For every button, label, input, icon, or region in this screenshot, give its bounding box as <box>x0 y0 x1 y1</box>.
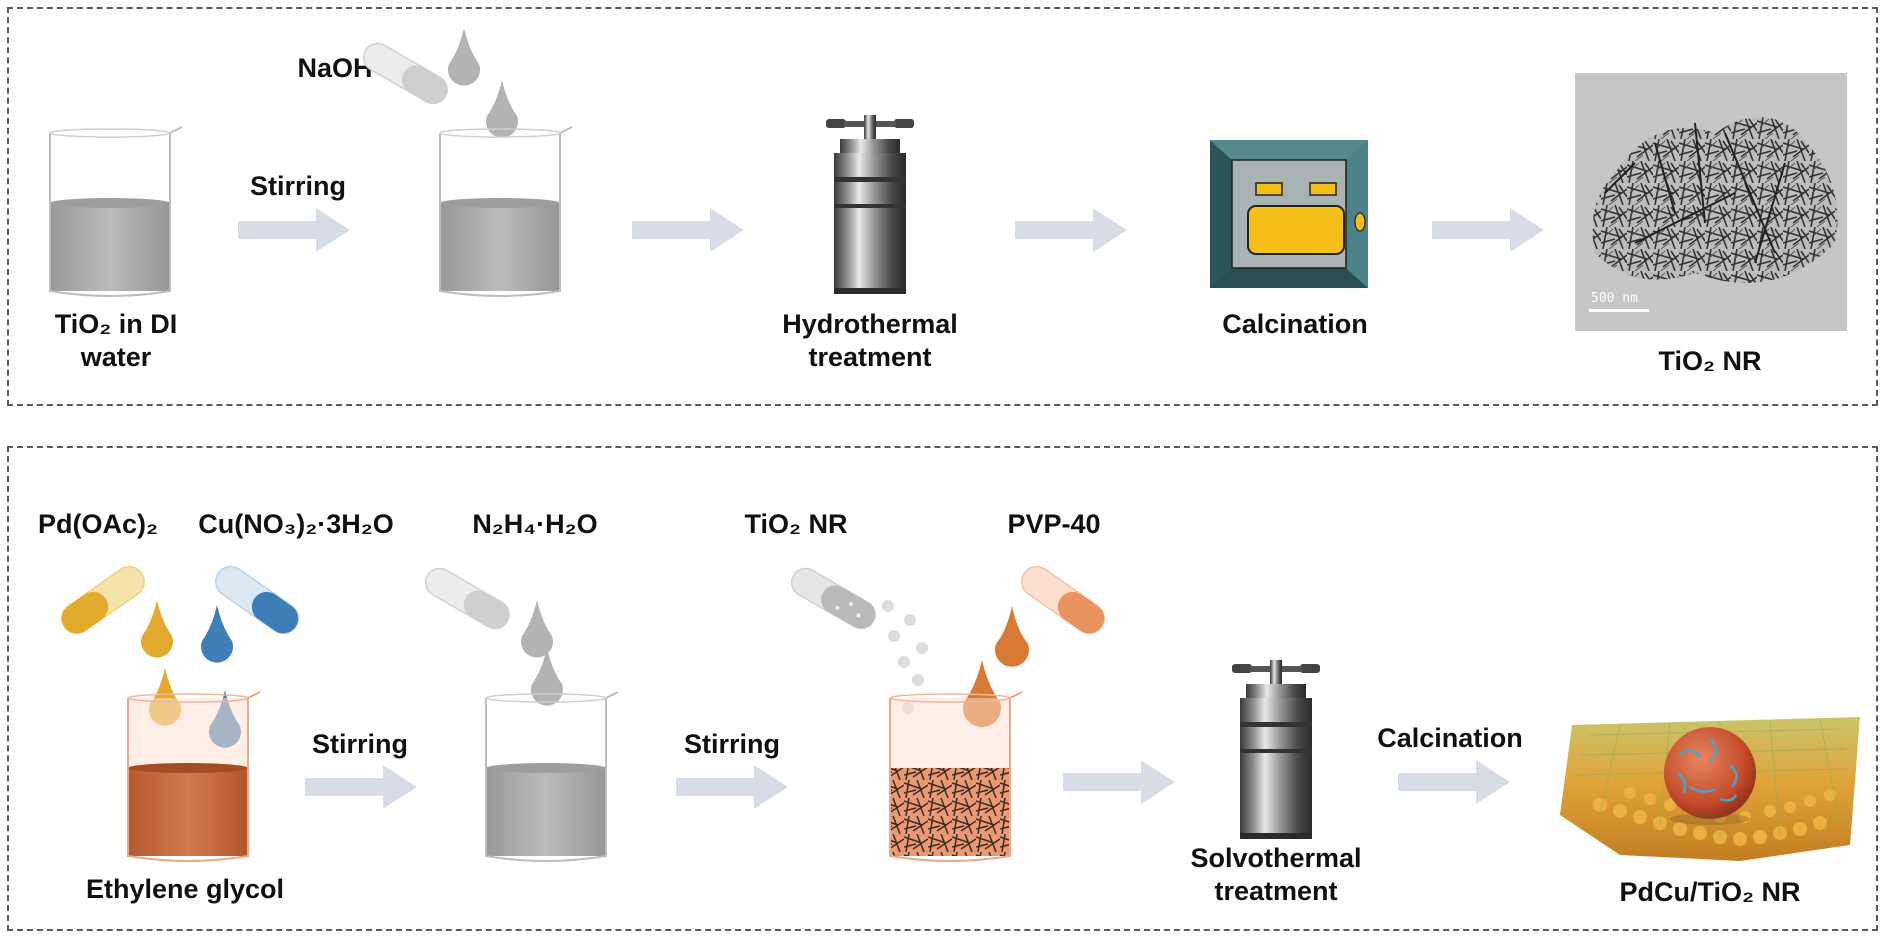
step1-label-line1: TiO₂ in DI <box>54 309 178 339</box>
arrow-icon <box>1432 208 1544 252</box>
hydrothermal-line2: treatment <box>808 342 932 372</box>
stirring-label-2: Stirring <box>683 729 780 759</box>
top-panel <box>7 7 1878 406</box>
arrow-icon <box>1063 760 1175 804</box>
furnace-icon <box>1210 140 1368 288</box>
droplet-icon <box>995 606 1029 667</box>
test-tube-icon <box>362 42 448 105</box>
test-tube-icon <box>1021 565 1105 635</box>
test-tube-icon <box>61 565 145 635</box>
hydrothermal-label: Hydrothermal treatment <box>760 308 980 374</box>
pd-precursor-label: Pd(OAc)₂ <box>38 509 158 539</box>
step1-label: TiO₂ in DI water <box>26 308 206 374</box>
droplet-icon <box>486 80 518 138</box>
test-tube-icon <box>424 567 510 630</box>
autoclave-icon <box>826 115 914 294</box>
droplet-icon <box>141 600 173 658</box>
step1-label-line2: water <box>80 342 152 372</box>
reductant-label: N₂H₄·H₂O <box>472 509 598 539</box>
beaker-icon <box>485 691 619 862</box>
solvent-label: Ethylene glycol <box>85 874 285 904</box>
solvothermal-line2: treatment <box>1214 876 1338 906</box>
tem-image: 500 nm <box>1575 73 1847 331</box>
arrow-icon <box>1015 208 1127 252</box>
beaker-icon <box>439 126 573 297</box>
stirring-label: Stirring <box>249 171 346 201</box>
droplet-icon <box>531 648 563 706</box>
solvothermal-line1: Solvothermal <box>1190 843 1362 873</box>
beaker-icon <box>127 691 261 862</box>
product-label-bottom: PdCu/TiO₂ NR <box>1619 877 1801 907</box>
arrow-icon <box>676 765 788 809</box>
droplet-icon <box>448 28 480 86</box>
naoh-label: NaOH <box>297 53 373 83</box>
pvp-label: PVP-40 <box>1007 509 1101 539</box>
test-tube-icon <box>790 567 876 630</box>
droplet-icon <box>201 605 233 663</box>
calcination-label-bottom: Calcination <box>1377 723 1523 753</box>
hydrothermal-line1: Hydrothermal <box>782 309 958 339</box>
product-label-top: TiO₂ NR <box>1658 346 1762 376</box>
scale-bar-label: 500 nm <box>1591 291 1638 306</box>
beaker-icon <box>889 691 1023 862</box>
stirring-label-1: Stirring <box>311 729 408 759</box>
solvothermal-label: Solvothermal treatment <box>1166 842 1386 908</box>
beaker-icon <box>49 126 183 297</box>
arrow-icon <box>238 208 350 252</box>
bottom-panel <box>7 446 1878 931</box>
test-tube-icon <box>215 565 299 635</box>
calcination-label-top: Calcination <box>1222 309 1368 339</box>
arrow-icon <box>1398 760 1510 804</box>
tio2-nr-label: TiO₂ NR <box>744 509 848 539</box>
cu-precursor-label: Cu(NO₃)₂·3H₂O <box>198 509 394 539</box>
droplet-icon <box>521 600 553 658</box>
arrow-icon <box>305 765 417 809</box>
arrow-icon <box>632 208 744 252</box>
catalyst-render <box>1560 717 1860 861</box>
autoclave-icon <box>1232 660 1320 839</box>
